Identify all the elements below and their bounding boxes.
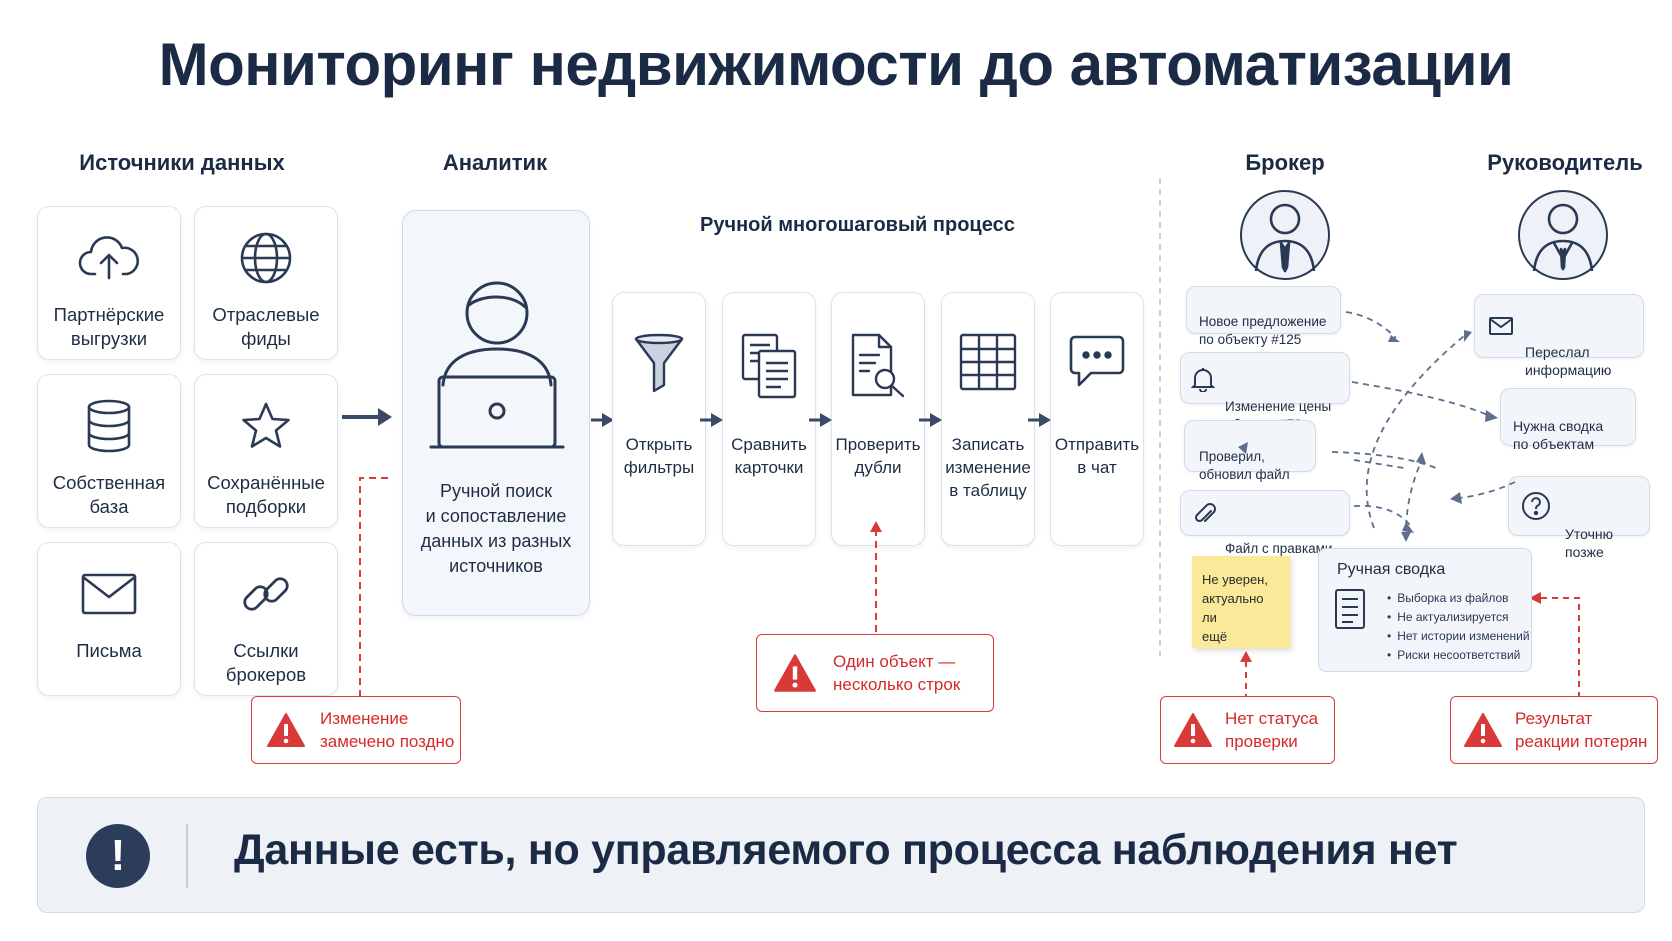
sticky-note: Не уверен, актуально ли ещё — [1192, 556, 1290, 648]
analyst-card: Ручной поиск и сопоставление данных из р… — [402, 210, 590, 616]
star-icon — [240, 397, 292, 455]
section-divider — [1159, 178, 1161, 656]
warning-text: Изменение замечено поздно — [320, 709, 455, 751]
source-label: Сохранённые подборки — [207, 472, 325, 517]
message-text: Проверил, обновил файл — [1199, 449, 1290, 482]
source-label: Собственная база — [52, 472, 166, 517]
source-card-partner: Партнёрские выгрузки — [37, 206, 181, 360]
mail-icon — [1489, 317, 1513, 335]
broker-message: Проверил, обновил файл — [1184, 420, 1316, 482]
source-label: Отраслевые фиды — [212, 304, 320, 349]
banner-separator — [186, 824, 188, 888]
source-label: Ссылки брокеров — [225, 640, 307, 685]
message-text: Уточню позже — [1565, 526, 1614, 560]
user-laptop-icon — [429, 273, 565, 456]
step-label: Сравнить карточки — [731, 435, 807, 477]
manual-summary-item: Нет истории изменений — [1387, 627, 1529, 646]
warning-connector-duplicates — [870, 521, 882, 632]
broker-avatar — [1240, 190, 1330, 280]
sources-header: Источники данных — [79, 150, 285, 175]
manual-summary-item: Выборка из файлов — [1387, 589, 1530, 608]
message-text: Новое предложение по объекту #125 — [1199, 314, 1327, 347]
link-icon — [239, 565, 293, 623]
manager-message: Нужна сводка по объектам — [1500, 388, 1636, 452]
step-card-filters: Открыть фильтры — [612, 292, 706, 546]
manager-header: Руководитель — [1487, 150, 1643, 175]
warning-lost: Результат реакции потерян — [1450, 696, 1658, 764]
manager-message: Переслал информацию — [1474, 294, 1644, 378]
envelope-icon — [81, 565, 137, 623]
message-text: Файл с правками — [1225, 541, 1333, 556]
arrow-right-icon — [1028, 413, 1051, 427]
warning-text: Один объект — несколько строк — [833, 652, 961, 694]
source-card-feeds: Отраслевые фиды — [194, 206, 338, 360]
warning-duplicates: Один объект — несколько строк — [756, 634, 994, 712]
bell-icon — [1191, 368, 1215, 392]
manager-avatar — [1518, 190, 1608, 280]
source-label: Партнёрские выгрузки — [53, 304, 165, 349]
analyst-description: Ручной поиск и сопоставление данных из р… — [420, 481, 572, 576]
arrow-right-icon — [591, 413, 614, 427]
warning-late: Изменение замечено поздно — [251, 696, 461, 764]
document-search-icon — [832, 333, 924, 399]
page-title: Мониторинг недвижимости до автоматизации — [158, 31, 1514, 98]
arrow-right-icon — [809, 413, 832, 427]
manual-summary-title: Ручная сводка — [1337, 561, 1446, 578]
warning-icon — [1174, 713, 1212, 747]
arrow-right-icon — [700, 413, 723, 427]
warning-connector-lost — [1529, 592, 1580, 698]
manual-summary-item: Риски несоответствий — [1387, 646, 1530, 665]
step-card-send: Отправить в чат — [1050, 292, 1144, 546]
step-card-write: Записать изменение в таблицу — [941, 292, 1035, 546]
step-label: Открыть фильтры — [623, 435, 695, 477]
analyst-header: Аналитик — [442, 150, 548, 175]
chat-icon — [1051, 333, 1143, 389]
manual-summary: Ручная сводка Выборка из файлов Не актуа… — [1318, 548, 1532, 672]
broker-message: Новое предложение по объекту #125 — [1186, 286, 1341, 347]
warning-connector-status — [1240, 651, 1252, 700]
conclusion-banner: ! Данные есть, но управляемого процесса … — [37, 797, 1645, 913]
source-label: Письма — [76, 640, 142, 661]
warning-icon — [1464, 713, 1502, 747]
step-label: Отправить в чат — [1054, 435, 1140, 477]
warning-text: Результат реакции потерян — [1515, 709, 1648, 751]
step-label: Записать изменение в таблицу — [945, 435, 1031, 500]
warning-text: Нет статуса проверки — [1225, 709, 1319, 751]
source-card-saved: Сохранённые подборки — [194, 374, 338, 528]
broker-message: Файл с правками — [1180, 490, 1350, 556]
globe-icon — [238, 229, 294, 287]
paperclip-icon — [1194, 503, 1216, 523]
database-icon — [85, 397, 133, 455]
message-text: Нужна сводка по объектам — [1513, 418, 1604, 452]
question-icon — [1522, 492, 1550, 520]
warning-icon — [774, 654, 816, 692]
warning-connector-late — [359, 477, 388, 696]
user-suit-icon — [1532, 203, 1594, 272]
cloud-upload-icon — [77, 229, 141, 287]
communication-flow-arrows — [1238, 311, 1516, 542]
warning-no-status: Нет статуса проверки — [1160, 696, 1335, 764]
user-tie-icon — [1254, 203, 1316, 273]
table-icon — [942, 333, 1034, 391]
source-card-own-base: Собственная база — [37, 374, 181, 528]
funnel-icon — [613, 333, 705, 393]
manager-message: Уточню позже — [1508, 476, 1650, 560]
arrow-right-icon — [919, 413, 942, 427]
step-card-compare: Сравнить карточки — [722, 292, 816, 546]
process-title: Ручной многошаговый процесс — [700, 214, 1015, 236]
broker-header: Брокер — [1245, 150, 1325, 175]
documents-icon — [723, 333, 815, 399]
arrow-right-icon — [342, 408, 392, 426]
step-label: Проверить дубли — [835, 435, 921, 477]
banner-text: Данные есть, но управляемого процесса на… — [234, 826, 1458, 874]
source-card-links: Ссылки брокеров — [194, 542, 338, 696]
source-card-letters: Письма — [37, 542, 181, 696]
exclamation-icon: ! — [86, 824, 150, 888]
message-text: Переслал информацию — [1525, 344, 1612, 378]
manual-summary-item: Не актуализируется — [1387, 608, 1530, 627]
warning-icon — [267, 713, 305, 747]
document-list-icon — [1335, 589, 1365, 629]
step-card-duplicates: Проверить дубли — [831, 292, 925, 546]
